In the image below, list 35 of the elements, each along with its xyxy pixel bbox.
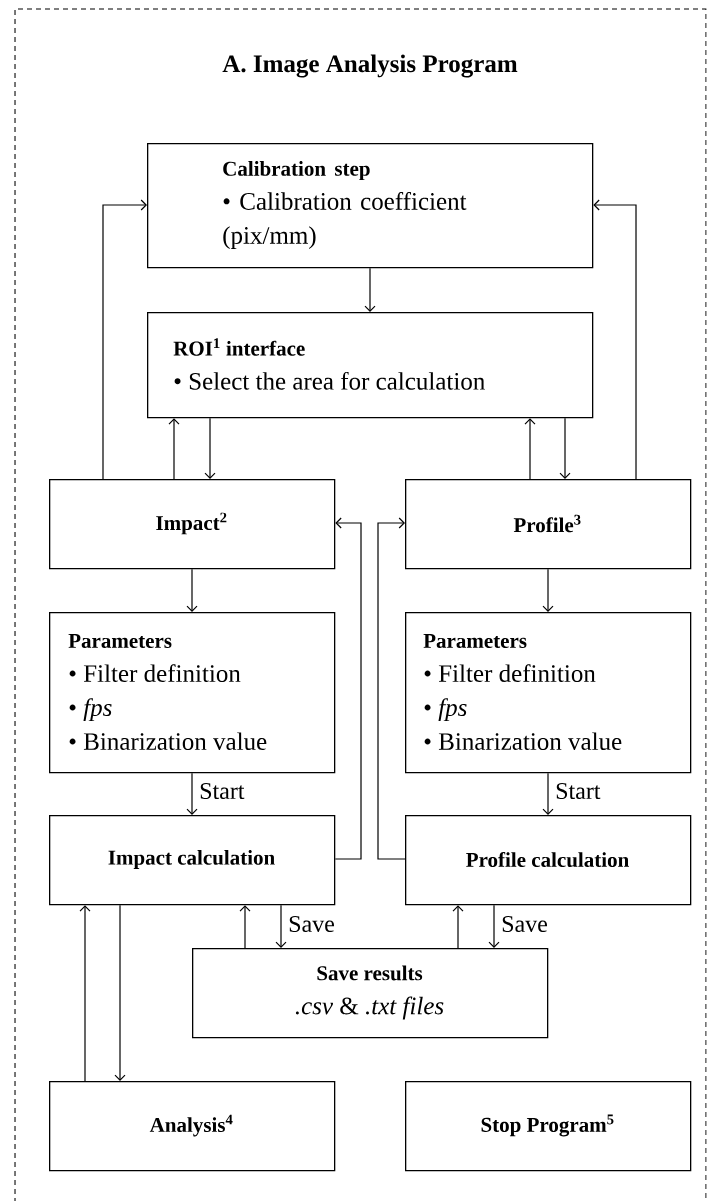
arrow	[79, 905, 91, 1082]
process-box: Calibration step • Calibration coefficient (pix/mm)	[147, 143, 594, 269]
arrow	[102, 199, 147, 480]
arrow	[204, 417, 216, 479]
process-box: Impact calculation	[49, 815, 336, 906]
process-box: Save results .csv & .txt files	[192, 948, 549, 1039]
arrow	[488, 904, 500, 948]
arrow	[186, 568, 198, 612]
process-box: Analysis$^{4}$	[49, 1081, 336, 1172]
arrow	[186, 772, 198, 815]
process-box: Profile$^{3}$	[405, 479, 692, 570]
edge-label: Save	[500, 914, 549, 934]
arrow	[593, 199, 637, 480]
arrow	[559, 417, 571, 479]
arrow	[524, 418, 536, 480]
arrow	[114, 904, 126, 1081]
process-box: Stop Program$^{5}$	[405, 1081, 692, 1172]
arrow	[452, 905, 464, 949]
edge-label: Start	[198, 781, 246, 801]
arrow	[334, 517, 362, 860]
process-box: Parameters • Filter definition • fps • Binarization value	[49, 612, 336, 774]
arrow	[377, 517, 406, 860]
arrow	[275, 904, 287, 948]
edge-label: Save	[287, 914, 336, 934]
process-box: ROI$^{1}$ interface • Select the area for calculation	[147, 312, 594, 419]
process-box: Profile calculation	[405, 815, 692, 906]
edge-label: Start	[554, 781, 602, 801]
arrow	[542, 568, 554, 612]
process-box: Impact$^{2}$	[49, 479, 336, 570]
arrow	[168, 418, 180, 480]
arrow	[239, 905, 251, 949]
arrow	[364, 267, 376, 312]
process-box: Parameters • Filter definition • fps • Binarization value	[405, 612, 692, 774]
title: A. Image Analysis Program	[222, 54, 518, 78]
arrow	[542, 772, 554, 815]
